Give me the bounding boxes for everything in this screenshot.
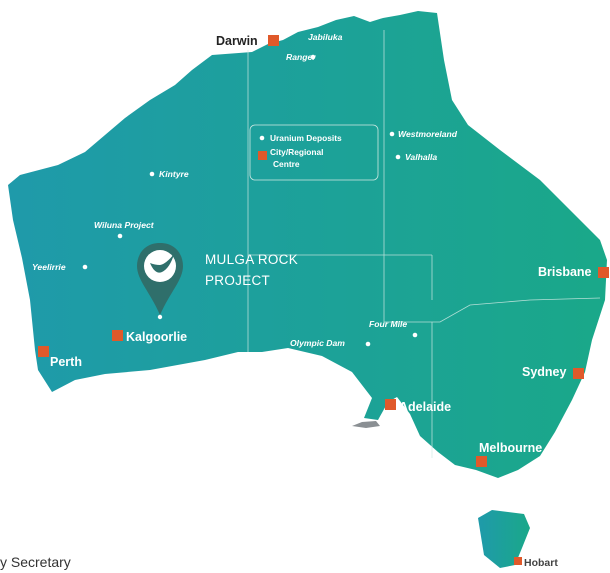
city-marker-darwin — [268, 35, 279, 46]
deposit-label-jabiluka: Jabiluka — [308, 32, 343, 42]
legend-city-label: City/Regional — [270, 147, 324, 157]
city-marker-kalgoorlie — [112, 330, 123, 341]
project-title-line2: PROJECT — [205, 273, 270, 288]
legend-city-label-2: Centre — [273, 159, 300, 169]
city-label-sydney: Sydney — [522, 365, 567, 379]
deposit-label-kintyre: Kintyre — [159, 169, 189, 179]
deposit-dot-valhalla — [395, 154, 401, 160]
city-markers: Darwin Brisbane Sydney Melbourne Adelaid… — [38, 34, 609, 569]
deposit-dot-wiluna — [117, 233, 123, 239]
deposit-markers: Jabiluka Ranger Westmoreland Valhalla Ki… — [32, 32, 458, 348]
footer-text: y Secretary — [0, 554, 71, 570]
city-label-hobart: Hobart — [524, 557, 558, 569]
city-marker-melbourne — [476, 456, 487, 467]
mulga-rock-project-marker: MULGA ROCK PROJECT — [137, 243, 298, 320]
city-marker-perth — [38, 346, 49, 357]
city-label-perth: Perth — [50, 355, 82, 369]
city-marker-sydney — [573, 368, 584, 379]
legend-uranium-label: Uranium Deposits — [270, 133, 342, 143]
city-marker-hobart — [514, 557, 522, 565]
project-title-line1: MULGA ROCK — [205, 252, 298, 267]
gulf-shape — [352, 421, 380, 428]
deposit-label-olympic-dam: Olympic Dam — [290, 338, 345, 348]
city-label-kalgoorlie: Kalgoorlie — [126, 330, 187, 344]
deposit-label-ranger: Ranger — [286, 52, 316, 62]
city-marker-brisbane — [598, 267, 609, 278]
deposit-dot-four-mile — [412, 332, 418, 338]
city-label-melbourne: Melbourne — [479, 441, 542, 455]
deposit-label-four-mile: Four Mile — [369, 319, 407, 329]
city-label-adelaide: Adelaide — [399, 400, 451, 414]
deposit-label-valhalla: Valhalla — [405, 152, 437, 162]
deposit-dot-ranger — [310, 54, 316, 60]
legend-deposit-icon — [259, 135, 265, 141]
deposit-label-yeelirrie: Yeelirrie — [32, 262, 66, 272]
city-marker-adelaide — [385, 399, 396, 410]
deposit-dot-olympic-dam — [365, 341, 371, 347]
leaf-logo-icon — [150, 254, 174, 273]
legend-city-icon — [258, 151, 267, 160]
deposit-dot-westmoreland — [389, 131, 395, 137]
mainland-australia — [8, 11, 607, 478]
deposit-label-westmoreland: Westmoreland — [398, 129, 458, 139]
deposit-dot-kintyre — [149, 171, 155, 177]
state-borders — [247, 30, 601, 458]
tasmania — [478, 510, 530, 568]
deposit-label-wiluna: Wiluna Project — [94, 220, 155, 230]
city-label-brisbane: Brisbane — [538, 265, 592, 279]
city-label-darwin: Darwin — [216, 34, 258, 48]
pin-tip-dot — [157, 314, 163, 320]
deposit-dot-yeelirrie — [82, 264, 88, 270]
legend-box — [249, 124, 379, 181]
